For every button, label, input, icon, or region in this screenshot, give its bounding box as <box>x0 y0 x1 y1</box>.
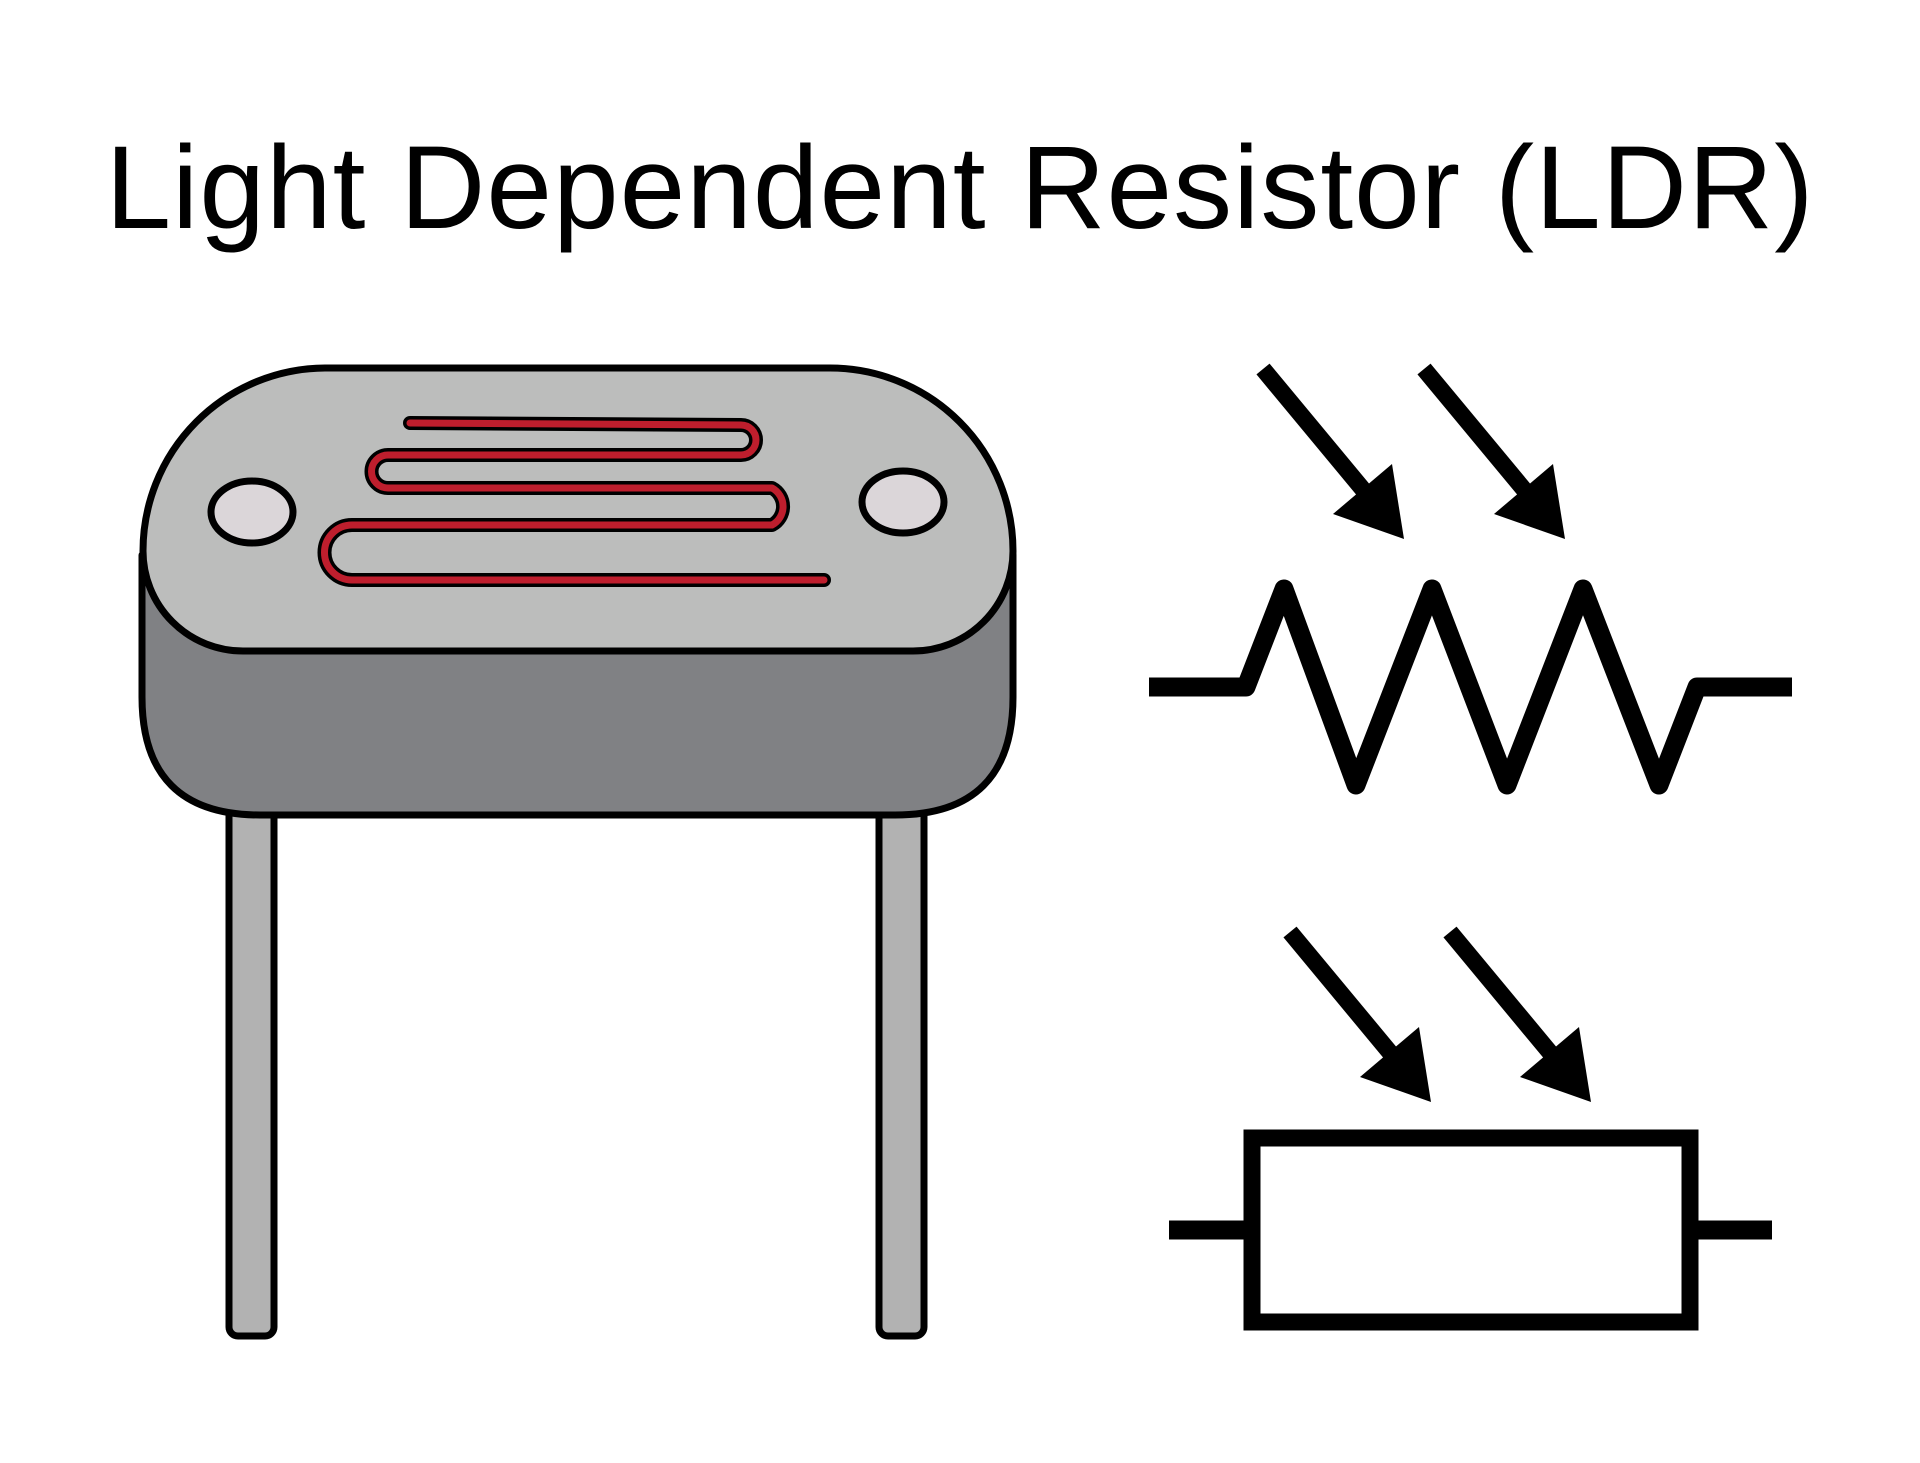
light-arrow-icon <box>1256 363 1404 539</box>
diagram-title: Light Dependent Resistor (LDR) <box>105 122 1815 254</box>
right-lead <box>875 776 928 1340</box>
ldr-component <box>138 364 1017 1340</box>
ldr-symbol-zigzag <box>1149 363 1792 795</box>
track-core <box>321 419 828 584</box>
resistor-box <box>1243 1129 1699 1331</box>
light-arrow-icon <box>1283 926 1431 1102</box>
left-lead <box>225 776 278 1340</box>
zigzag-resistor-line <box>1149 579 1792 795</box>
ldr-symbol-rectangle <box>1169 926 1772 1331</box>
photoconductive-track <box>317 416 831 587</box>
light-arrow-icon <box>1417 363 1565 539</box>
right-contact <box>858 467 948 537</box>
light-arrow-icon <box>1443 926 1591 1102</box>
left-contact <box>207 477 297 547</box>
